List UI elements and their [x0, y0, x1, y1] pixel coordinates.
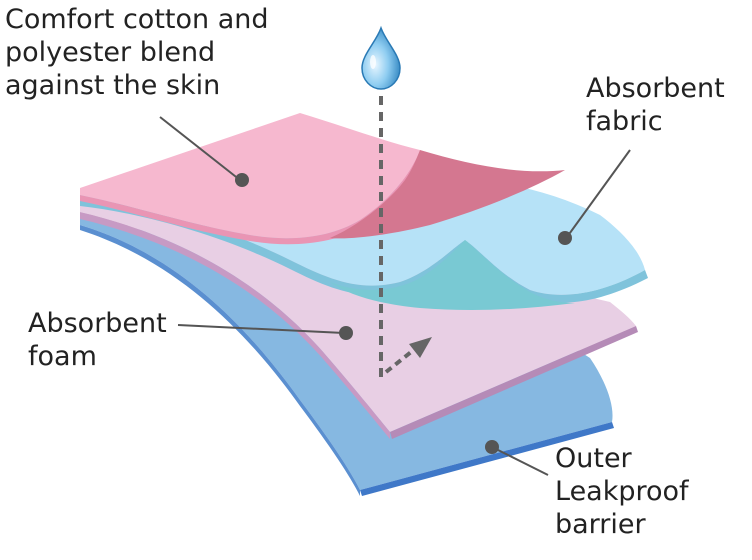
water-drop-icon	[361, 25, 401, 90]
label-line: foam	[28, 341, 97, 372]
label-line: Absorbent	[28, 308, 167, 339]
label-line: Leakproof	[555, 476, 689, 507]
label-line: against the skin	[5, 70, 221, 101]
label-line: polyester blend	[5, 37, 216, 68]
label-comfort-top-layer: Comfort cotton and polyester blend again…	[5, 3, 269, 102]
label-line: Comfort cotton and	[5, 4, 269, 35]
leader-top-layer	[159, 116, 249, 187]
label-line: Absorbent	[586, 73, 725, 104]
drop-highlight	[370, 55, 376, 69]
liquid-flow-arrow	[379, 96, 432, 378]
label-outer-leakproof-barrier: Outer Leakproof barrier	[555, 442, 689, 541]
label-line: fabric	[586, 106, 663, 137]
arrow-head-icon	[409, 337, 432, 358]
label-line: barrier	[555, 509, 646, 540]
label-absorbent-fabric: Absorbent fabric	[586, 72, 725, 138]
leader-foam	[177, 324, 353, 340]
label-line: Outer	[555, 443, 632, 474]
comfort-top-layer	[80, 113, 565, 245]
leader-barrier	[485, 440, 549, 476]
leader-fabric	[558, 149, 631, 245]
absorbent-foam-layer	[80, 205, 638, 439]
label-absorbent-foam: Absorbent foam	[28, 307, 167, 373]
